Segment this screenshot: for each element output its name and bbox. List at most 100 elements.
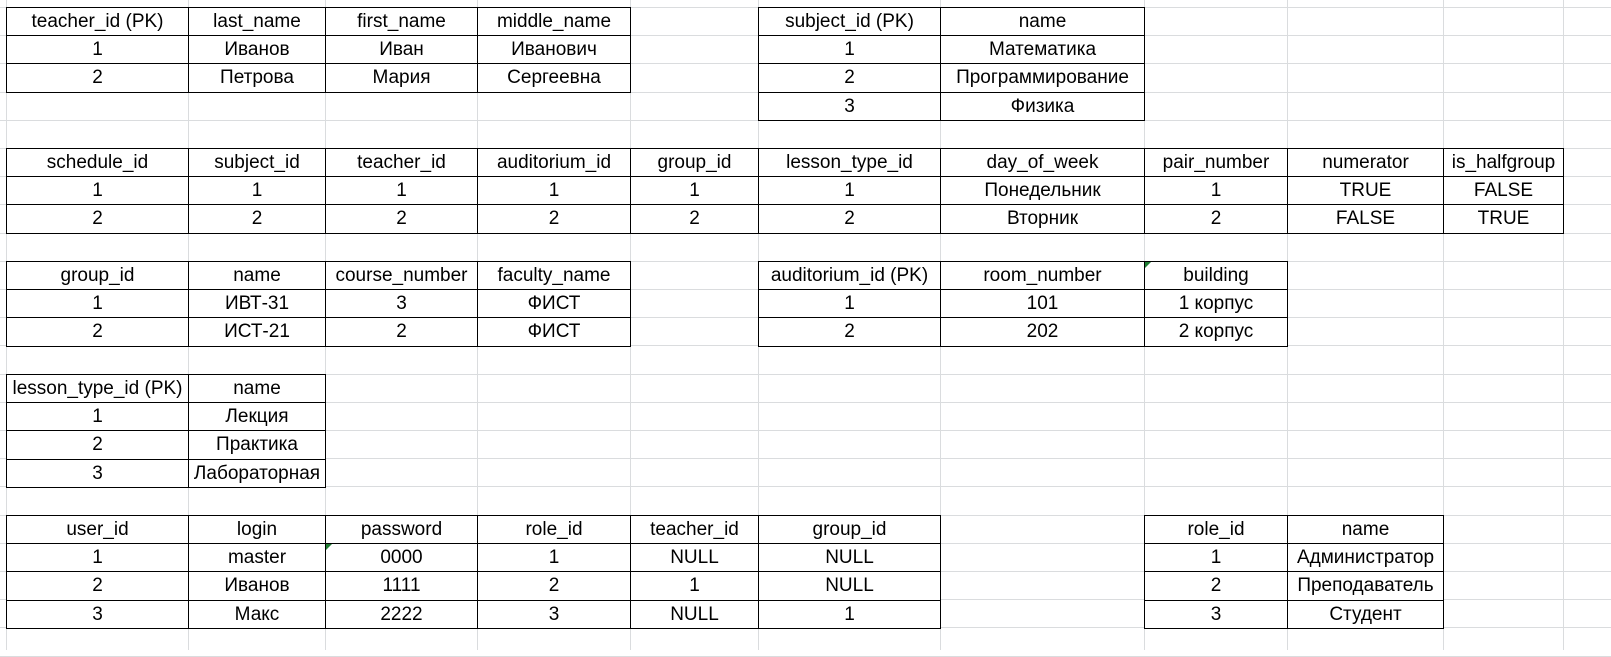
table-cell[interactable]: TRUE [1443,204,1564,234]
table-cell[interactable]: Сергеевна [477,63,631,93]
table-cell[interactable]: 2 [1144,204,1288,234]
table-cell[interactable]: Преподаватель [1287,571,1444,601]
table-cell[interactable]: 202 [940,317,1145,347]
header-cell[interactable]: name [1287,514,1444,545]
table-cell[interactable]: Петрова [188,63,326,93]
header-cell[interactable]: name [188,260,326,291]
table-cell[interactable]: 2 [6,63,189,93]
header-cell[interactable]: middle_name [477,6,631,37]
header-cell[interactable]: teacher_id (PK) [6,6,189,37]
header-cell[interactable]: subject_id (PK) [758,6,941,37]
header-cell[interactable]: course_number [325,260,478,291]
table-cell[interactable]: 1 [6,35,189,65]
table-cell[interactable]: NULL [758,571,941,601]
table-cell[interactable]: 2 [758,63,941,93]
table-cell[interactable]: 2 [325,317,478,347]
table-cell[interactable]: 3 [6,599,189,629]
table-cell[interactable]: Математика [940,35,1145,65]
table-cell[interactable]: 2 [6,430,189,460]
table-cell[interactable]: Физика [940,91,1145,121]
header-cell[interactable]: schedule_id [6,147,189,178]
table-cell[interactable]: Иванович [477,35,631,65]
table-cell[interactable]: 2 [630,204,759,234]
table-cell[interactable]: 1 [477,176,631,206]
table-cell[interactable]: 0000 [325,543,478,573]
table-cell[interactable]: Программирование [940,63,1145,93]
header-cell[interactable]: auditorium_id [477,147,631,178]
table-cell[interactable]: NULL [630,543,759,573]
header-cell[interactable]: last_name [188,6,326,37]
table-cell[interactable]: ФИСТ [477,317,631,347]
table-cell[interactable]: 2 [477,571,631,601]
header-cell[interactable]: subject_id [188,147,326,178]
table-cell[interactable]: ИСТ-21 [188,317,326,347]
table-cell[interactable]: 2 [6,317,189,347]
header-cell[interactable]: first_name [325,6,478,37]
table-cell[interactable]: ИВТ-31 [188,289,326,319]
header-cell[interactable]: lesson_type_id [758,147,941,178]
header-cell[interactable]: numerator [1287,147,1444,178]
table-cell[interactable]: 1 [630,176,759,206]
table-cell[interactable]: 1 [6,543,189,573]
table-cell[interactable]: 1 [758,35,941,65]
table-cell[interactable]: master [188,543,326,573]
table-cell[interactable]: 1 [758,289,941,319]
table-cell[interactable]: 1 [6,402,189,432]
table-cell[interactable]: 1 [6,289,189,319]
table-cell[interactable]: 1111 [325,571,478,601]
header-cell[interactable]: day_of_week [940,147,1145,178]
header-cell[interactable]: is_halfgroup [1443,147,1564,178]
table-cell[interactable]: NULL [758,543,941,573]
table-cell[interactable]: 1 [1144,543,1288,573]
table-cell[interactable]: 1 [630,571,759,601]
table-cell[interactable]: 1 [6,176,189,206]
header-cell[interactable]: room_number [940,260,1145,291]
header-cell[interactable]: password [325,514,478,545]
table-cell[interactable]: 2 [6,204,189,234]
table-cell[interactable]: 1 [477,543,631,573]
table-cell[interactable]: Лекция [188,402,326,432]
table-cell[interactable]: Вторник [940,204,1145,234]
table-cell[interactable]: NULL [630,599,759,629]
table-cell[interactable]: Мария [325,63,478,93]
table-cell[interactable]: 2222 [325,599,478,629]
header-cell[interactable]: group_id [630,147,759,178]
header-cell[interactable]: group_id [6,260,189,291]
table-cell[interactable]: 3 [325,289,478,319]
table-cell[interactable]: Лабораторная [188,458,326,488]
header-cell[interactable]: user_id [6,514,189,545]
table-cell[interactable]: FALSE [1443,176,1564,206]
table-cell[interactable]: ФИСТ [477,289,631,319]
table-cell[interactable]: 1 [758,176,941,206]
table-cell[interactable]: 2 [6,571,189,601]
table-cell[interactable]: 2 [1144,571,1288,601]
table-cell[interactable]: Студент [1287,599,1444,629]
table-cell[interactable]: 3 [6,458,189,488]
table-cell[interactable]: 3 [1144,599,1288,629]
table-cell[interactable]: 101 [940,289,1145,319]
table-cell[interactable]: 2 [188,204,326,234]
header-cell[interactable]: group_id [758,514,941,545]
table-cell[interactable]: Понедельник [940,176,1145,206]
header-cell[interactable]: faculty_name [477,260,631,291]
header-cell[interactable]: teacher_id [325,147,478,178]
table-cell[interactable]: 1 корпус [1144,289,1288,319]
header-cell[interactable]: role_id [1144,514,1288,545]
header-cell[interactable]: teacher_id [630,514,759,545]
table-cell[interactable]: 1 [325,176,478,206]
table-cell[interactable]: 2 [325,204,478,234]
table-cell[interactable]: 2 корпус [1144,317,1288,347]
table-cell[interactable]: TRUE [1287,176,1444,206]
table-cell[interactable]: Макс [188,599,326,629]
header-cell[interactable]: name [188,373,326,404]
table-cell[interactable]: 1 [1144,176,1288,206]
table-cell[interactable]: 2 [758,317,941,347]
header-cell[interactable]: login [188,514,326,545]
table-cell[interactable]: 1 [758,599,941,629]
header-cell[interactable]: building [1144,260,1288,291]
table-cell[interactable]: 2 [477,204,631,234]
table-cell[interactable]: Администратор [1287,543,1444,573]
table-cell[interactable]: Практика [188,430,326,460]
table-cell[interactable]: Иванов [188,571,326,601]
header-cell[interactable]: auditorium_id (PK) [758,260,941,291]
